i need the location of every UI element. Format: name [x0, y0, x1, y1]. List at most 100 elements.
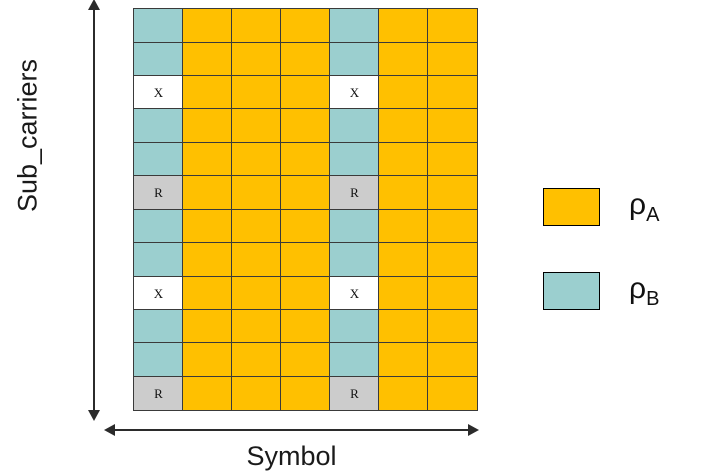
grid-cell-rho-a [280, 308, 331, 344]
arrow-up-icon [88, 0, 100, 10]
grid-cell-rho-a [280, 275, 331, 311]
grid-cell-rho-a [280, 141, 331, 177]
grid-cell-rho-b [133, 208, 184, 244]
grid-cell-rho-a [427, 375, 478, 411]
grid-cell-rho-a [182, 75, 233, 111]
grid-cell-rho-a [231, 175, 282, 211]
grid-cell-pilot: X [133, 275, 184, 311]
grid-cell-rho-a [231, 41, 282, 77]
grid-cell-rho-a [182, 275, 233, 311]
grid-cell-rho-a [182, 242, 233, 278]
grid-cell-rho-b [133, 342, 184, 378]
grid-cell-rho-a [182, 175, 233, 211]
y-axis-label: Sub_carriers [12, 58, 43, 213]
grid-cell-rho-a [378, 375, 429, 411]
grid-cell-rho-a [280, 375, 331, 411]
grid-cell-ref: R [133, 375, 184, 411]
resource-grid-cells: X X R R X X R R [133, 8, 478, 411]
grid-cell-rho-a [427, 308, 478, 344]
grid-cell-rho-a [378, 41, 429, 77]
grid-cell-rho-a [378, 175, 429, 211]
grid-cell-rho-a [182, 141, 233, 177]
grid-cell-rho-a [280, 108, 331, 144]
grid-cell-rho-a [378, 308, 429, 344]
grid-cell-rho-a [378, 242, 429, 278]
grid-cell-rho-a [378, 141, 429, 177]
grid-cell-rho-b [329, 242, 380, 278]
grid-cell-rho-b [329, 8, 380, 44]
grid-cell-rho-a [378, 108, 429, 144]
grid-cell-rho-b [329, 342, 380, 378]
grid-cell-rho-a [231, 141, 282, 177]
grid-cell-rho-a [427, 41, 478, 77]
grid-cell-rho-b [133, 8, 184, 44]
grid-cell-pilot: X [329, 275, 380, 311]
grid-cell-rho-b [133, 141, 184, 177]
grid-cell-rho-a [182, 208, 233, 244]
grid-cell-rho-a [378, 342, 429, 378]
grid-cell-rho-a [427, 8, 478, 44]
grid-cell-rho-a [280, 175, 331, 211]
grid-cell-rho-a [231, 208, 282, 244]
grid-cell-rho-a [280, 8, 331, 44]
grid-cell-rho-b [329, 108, 380, 144]
legend-swatch-rho-a [543, 188, 600, 226]
grid-cell-rho-a [280, 41, 331, 77]
grid-cell-rho-a [182, 108, 233, 144]
grid-cell-rho-a [280, 242, 331, 278]
grid-cell-rho-a [378, 275, 429, 311]
legend-swatch-rho-b [543, 272, 600, 310]
grid-cell-rho-a [231, 342, 282, 378]
grid-cell-rho-a [427, 175, 478, 211]
grid-cell-rho-b [133, 41, 184, 77]
grid-cell-ref: R [329, 375, 380, 411]
grid-cell-pilot: X [329, 75, 380, 111]
grid-cell-rho-a [378, 75, 429, 111]
grid-cell-rho-a [378, 208, 429, 244]
grid-cell-rho-a [182, 375, 233, 411]
grid-cell-rho-b [133, 308, 184, 344]
legend-label-rho-b: ρB [629, 271, 660, 310]
legend-item-rho-a: ρA [543, 188, 659, 226]
arrow-down-icon [88, 410, 100, 421]
symbol-axis-arrow [104, 424, 479, 436]
grid-cell-rho-a [231, 308, 282, 344]
grid-cell-rho-a [231, 375, 282, 411]
grid-cell-rho-a [182, 342, 233, 378]
grid-cell-rho-a [427, 75, 478, 111]
legend-item-rho-b: ρB [543, 272, 659, 310]
grid-cell-rho-a [427, 342, 478, 378]
grid-cell-rho-a [231, 108, 282, 144]
grid-cell-rho-b [133, 242, 184, 278]
grid-cell-rho-a [231, 8, 282, 44]
grid-cell-rho-a [427, 208, 478, 244]
grid-cell-rho-b [329, 208, 380, 244]
grid-cell-rho-b [133, 108, 184, 144]
grid-cell-rho-a [280, 208, 331, 244]
grid-cell-rho-a [231, 275, 282, 311]
grid-cell-rho-a [427, 141, 478, 177]
grid-cell-rho-a [182, 8, 233, 44]
grid-cell-rho-a [231, 75, 282, 111]
grid-cell-rho-a [280, 75, 331, 111]
grid-cell-rho-a [182, 41, 233, 77]
grid-cell-rho-b [329, 141, 380, 177]
grid-cell-rho-a [378, 8, 429, 44]
grid-cell-ref: R [133, 175, 184, 211]
arrow-left-icon [104, 424, 115, 436]
grid-cell-rho-a [231, 242, 282, 278]
grid-cell-rho-a [182, 308, 233, 344]
grid-cell-rho-a [427, 275, 478, 311]
grid-cell-ref: R [329, 175, 380, 211]
grid-cell-rho-b [329, 308, 380, 344]
legend-label-rho-a: ρA [629, 187, 660, 226]
arrow-right-icon [468, 424, 479, 436]
grid-cell-pilot: X [133, 75, 184, 111]
grid-cell-rho-b [329, 41, 380, 77]
subcarrier-axis-arrow [88, 0, 100, 421]
grid-cell-rho-a [427, 108, 478, 144]
grid-cell-rho-a [427, 242, 478, 278]
x-axis-label: Symbol [246, 441, 337, 471]
resource-grid: X X R R X X R R [133, 8, 478, 411]
